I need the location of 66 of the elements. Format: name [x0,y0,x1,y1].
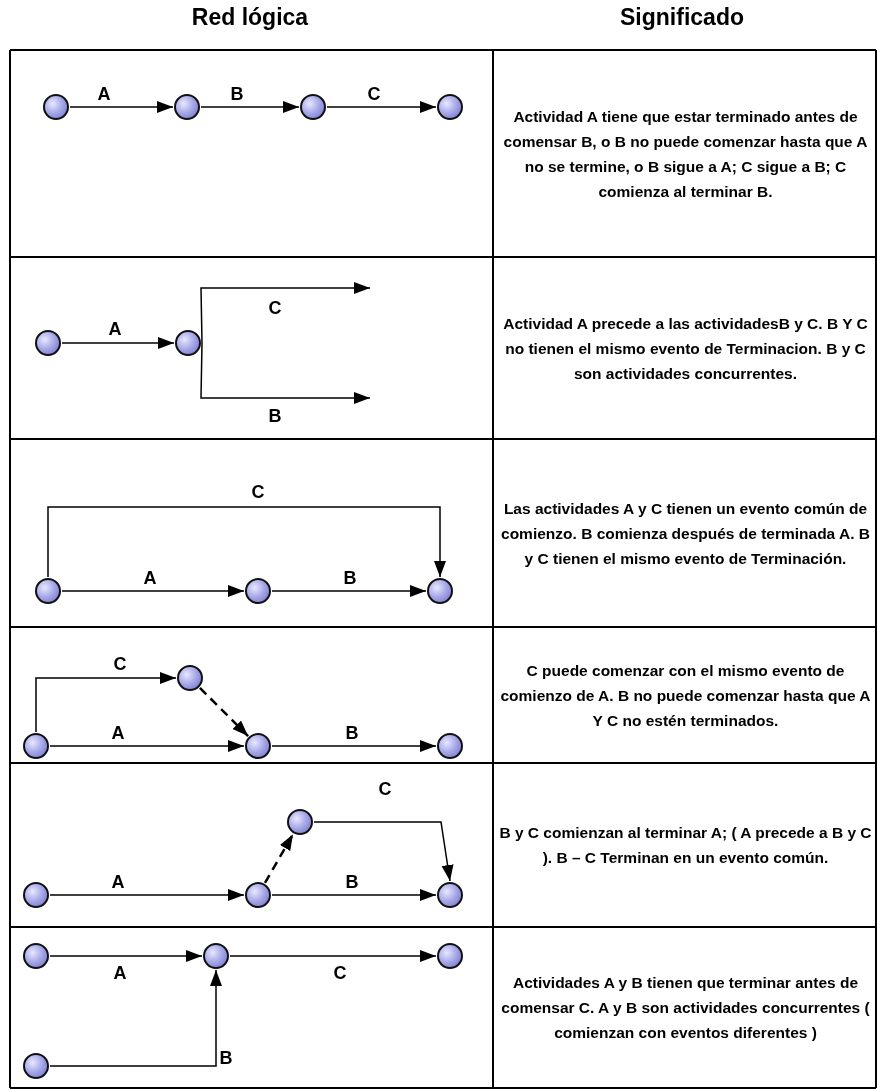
event-circle [245,733,271,759]
event-circle [23,943,49,969]
event-circle [287,809,313,835]
arrow [326,101,437,113]
edge-label: C [111,655,129,673]
arrow [49,950,203,962]
arrow [61,585,245,597]
column-header: Red lógica [191,4,309,31]
edge-label: B [343,724,361,742]
arrow [47,506,446,578]
event-circle [427,578,453,604]
arrow [200,282,371,344]
edge-label: C [376,780,394,798]
arrow [263,833,295,884]
edge-label: B [228,85,246,103]
arrow [49,969,222,1067]
event-circle [245,578,271,604]
description-text: B y C comienzan al terminar A; ( A precede a B y C ). B – C Terminan en un evento común. [498,823,873,868]
description-text: Actividad A precede a las actividadesB y C. B Y C no tienen el mismo evento de Terminacion. B y C son actividades concurrentes. [502,313,869,384]
edge-label: A [106,320,124,338]
arrow [199,687,249,737]
event-circle [437,733,463,759]
event-circle [175,330,201,356]
event-circle [203,943,229,969]
arrow [69,101,174,113]
event-circle [23,882,49,908]
edge-label: A [109,724,127,742]
event-circle [437,943,463,969]
arrow [49,889,245,901]
event-circle [300,94,326,120]
description-text: Actividades A y B tienen que terminar antes de comensar C. A y B son actividades concurrentes ( comienzan con eventos diferentes ) [500,973,871,1043]
edge-label: B [266,407,284,425]
edge-label: A [141,569,159,587]
description-text: Actividad A tiene que estar terminado antes de comensar B, o B no puede comenzar hasta que A no se termine, o B sigue a A; C sigue a B; C comienza al terminar B. [502,106,869,202]
event-circle [177,665,203,691]
edge-label: C [249,483,267,501]
arrow [271,585,427,597]
edge-label: C [365,85,383,103]
edge-label: B [341,569,359,587]
edge-label: B [343,873,361,891]
arrow [313,821,454,882]
edge-label: C [331,964,349,982]
edge-label: A [111,964,129,982]
event-circle [23,1053,49,1079]
event-circle [35,330,61,356]
description-text: C puede comenzar con el mismo evento de comienzo de A. B no puede comenzar hasta que A Y C no estén terminados. [499,660,872,731]
event-circle [35,578,61,604]
edge-label: A [95,85,113,103]
event-circle [174,94,200,120]
description-text: Las actividades A y C tienen un evento común de comienzo. B comienza después de terminada A. B y C tienen el mismo evento de Terminación. [500,498,871,569]
arrow [61,337,175,349]
arrow [200,101,300,113]
edge-label: A [109,873,127,891]
arrow [271,889,437,901]
arrow [49,740,245,752]
column-header: Significado [620,4,744,31]
event-circle [23,733,49,759]
edge-label: C [266,299,284,317]
event-circle [437,882,463,908]
event-circle [245,882,271,908]
arrow [271,740,437,752]
event-circle [43,94,69,120]
edge-label: B [217,1049,235,1067]
arrow [200,342,371,404]
arrow [229,950,437,962]
event-circle [437,94,463,120]
